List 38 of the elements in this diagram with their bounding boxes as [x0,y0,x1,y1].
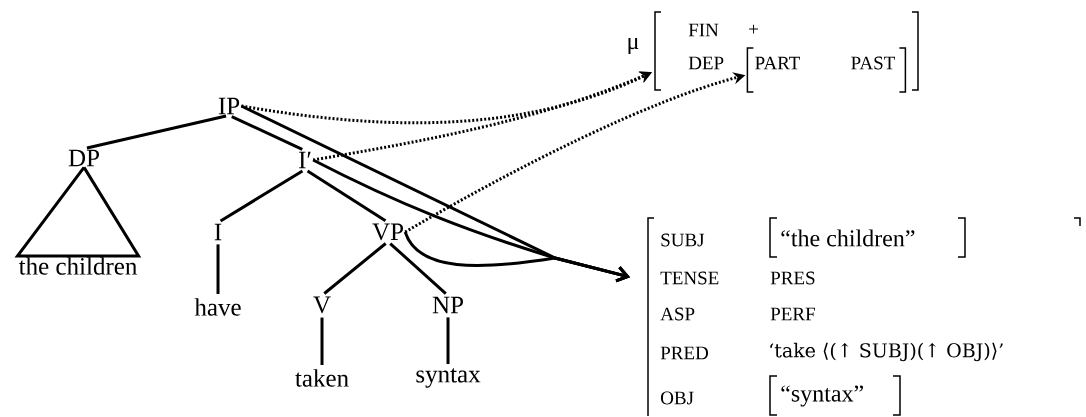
category-label: I′ [299,151,311,169]
word-label: syntax [416,368,481,388]
feature-label: DEP [688,56,724,70]
branch-line [389,242,447,295]
feature-label: OBJ [661,391,694,405]
word-label: the children [18,257,137,275]
word-label: taken [295,369,349,387]
category-label: NP [432,296,463,314]
feature-label: + [749,24,758,34]
bracketed-value: “the children” [769,217,966,258]
branch-line [86,114,227,150]
category-label: IP [218,97,240,115]
feature-label: TENSE [660,271,719,285]
feature-label: PRES [770,271,815,285]
triangle-branch [14,164,142,258]
branch-line [219,169,304,223]
feature-label: ASP [660,307,695,321]
category-label: I [214,223,222,241]
feature-label: FIN [688,23,719,37]
feature-label: PERF [770,307,815,321]
projection-arrow [403,231,630,283]
category-label: V [313,296,331,314]
branch-line [320,317,324,365]
mu-label: μ [628,37,639,55]
feature-label: PART [755,56,800,70]
feature-label: PRED [660,346,708,360]
feature-label: SUBJ [661,233,705,247]
branch-line [231,115,303,151]
feature-label: ‘take ⟨(↑ SUBJ)(↑ OBJ)⟩’ [770,342,1003,362]
branch-line [323,242,387,295]
branch-line [446,317,450,365]
feature-label: PAST [851,56,895,70]
branch-line [306,169,387,223]
word-label: have [194,298,241,316]
bracketed-value: “syntax” [769,375,901,416]
category-label: VP [372,223,403,241]
category-label: DP [68,149,99,167]
branch-line [216,244,220,294]
